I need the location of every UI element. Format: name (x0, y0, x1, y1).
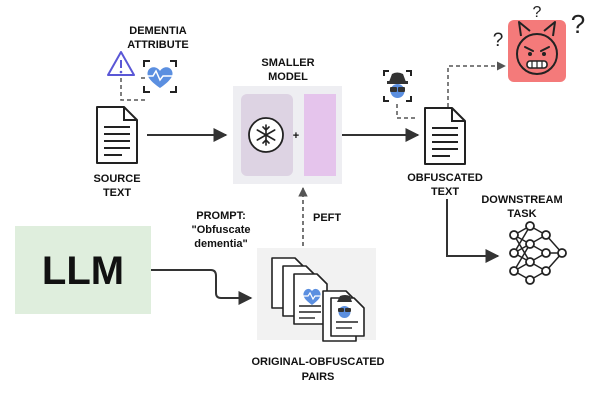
obfuscated-text-label-line1: OBFUSCATED (407, 172, 483, 184)
warning-triangle-icon (107, 51, 135, 76)
adversary-link (447, 61, 506, 107)
pairs-label-line2: PAIRS (302, 371, 335, 383)
source-document-icon (96, 106, 138, 164)
llm-box (15, 226, 151, 314)
spy-link (396, 104, 418, 119)
peft-label: PEFT (313, 212, 341, 224)
obfuscated-text-label-line2: TEXT (431, 186, 459, 198)
document-stack-icon (271, 257, 365, 342)
dementia-attribute-label-line2: ATTRIBUTE (127, 39, 189, 51)
llm-to-pairs-arrow (151, 269, 253, 305)
question-mark-right: ? (571, 9, 585, 39)
obfuscated-document-icon (424, 107, 466, 165)
pairs-label-line1: ORIGINAL-OBFUSCATED (251, 356, 384, 368)
attribute-link (120, 78, 147, 101)
dementia-attribute-label-line1: DEMENTIA (129, 25, 187, 37)
prompt-label-line3: dementia" (194, 238, 248, 250)
plus-sign: + (293, 130, 299, 142)
question-mark-top: ? (533, 4, 542, 21)
heartbeat-scan-icon (143, 60, 177, 93)
prompt-label-line1: PROMPT: (196, 210, 246, 222)
spy-scan-icon (383, 70, 412, 102)
adapter-block (304, 94, 336, 176)
source-text-label-line2: TEXT (103, 187, 131, 199)
llm-label: LLM (42, 249, 124, 293)
snowflake-icon (248, 117, 284, 153)
downstream-task-label-line1: DOWNSTREAM (481, 194, 562, 206)
output-to-downstream-arrow (446, 199, 500, 263)
question-mark-left: ? (493, 30, 504, 51)
downstream-task-label-line2: TASK (507, 208, 536, 220)
neural-network-icon (509, 221, 567, 285)
angry-devil-icon (508, 20, 566, 82)
smaller-model-label-line2: MODEL (268, 71, 308, 83)
smaller-model-label-line1: SMALLER (261, 57, 314, 69)
prompt-label-line2: "Obfuscate (191, 224, 250, 236)
source-text-label-line1: SOURCE (93, 173, 140, 185)
